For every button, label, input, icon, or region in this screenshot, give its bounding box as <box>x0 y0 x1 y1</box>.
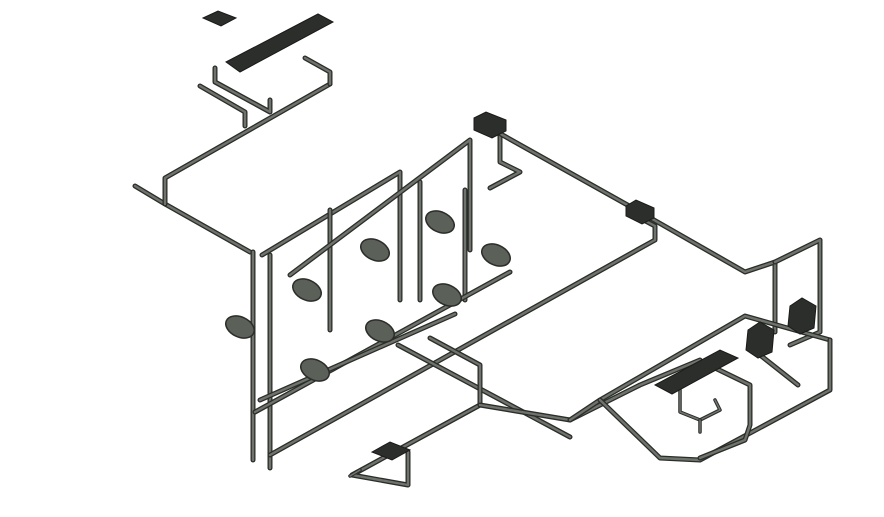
pipe-network <box>132 55 833 488</box>
pipe-segment <box>260 170 402 302</box>
pipe-branch <box>678 388 722 422</box>
pipe-segment <box>288 138 472 277</box>
toilet-bowl-fixture <box>481 243 511 267</box>
pipe-segment <box>350 336 482 487</box>
pipe-segment <box>212 65 273 115</box>
fixture-top-long-trough <box>225 13 335 73</box>
pipe-segment <box>396 343 572 439</box>
pipe-segment <box>349 335 483 488</box>
pipe-segment <box>773 238 822 347</box>
fixture-right-tank-1 <box>745 321 775 359</box>
fixture-right-trough <box>653 349 740 395</box>
fixture-valve-box <box>625 199 655 225</box>
pipe-segment <box>698 366 752 460</box>
fixture-water-heater <box>473 111 507 139</box>
pipe-segment <box>133 184 252 254</box>
pipe-segment <box>488 133 522 190</box>
toilet-bowl-fixture <box>365 319 395 343</box>
pipe-segment <box>198 84 247 128</box>
toilet-bowl-fixture <box>425 210 455 234</box>
pipe-segment <box>303 56 332 86</box>
pipe-segment <box>258 312 457 402</box>
pipe-branch <box>349 469 361 477</box>
toilet-bowl-fixture <box>432 283 462 307</box>
toilet-bowl-fixture <box>360 238 390 262</box>
pipe-segment <box>488 126 777 334</box>
toilet-bowl-fixture <box>225 315 255 339</box>
pipe-segment <box>758 353 800 387</box>
fixture-bottom-sink <box>370 441 412 461</box>
fixture-right-tank-2 <box>787 297 817 335</box>
pipe-segment <box>213 66 272 114</box>
pipe-segment <box>568 314 832 422</box>
fixtures <box>201 10 817 461</box>
toilet-bowl-fixture <box>300 358 330 382</box>
fixture-top-small-sink <box>201 10 238 27</box>
pipe-segment <box>487 125 778 335</box>
toilet-bowl-fixture <box>292 278 322 302</box>
pipe-segment <box>163 82 332 206</box>
pipe-segment <box>268 216 657 457</box>
